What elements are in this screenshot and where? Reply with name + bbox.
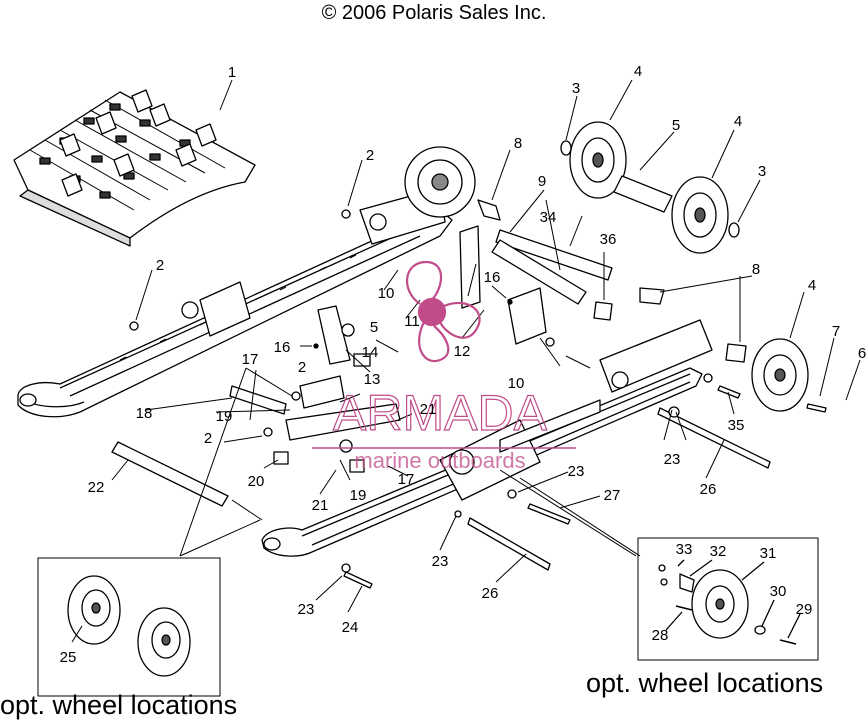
propeller-icon <box>405 260 481 363</box>
callout-2: 2 <box>204 430 212 447</box>
callout-35: 35 <box>728 417 745 434</box>
suspension-links <box>129 199 747 573</box>
callout-10: 10 <box>378 285 395 302</box>
callout-17: 17 <box>398 471 415 488</box>
watermark-brand: ARMADA <box>333 385 548 441</box>
callout-12: 12 <box>454 343 471 360</box>
callout-28: 28 <box>652 627 669 644</box>
callout-2: 2 <box>298 359 306 376</box>
callout-31: 31 <box>760 545 777 562</box>
callout-17: 17 <box>242 351 259 368</box>
callout-23: 23 <box>432 553 449 570</box>
callout-5: 5 <box>370 319 378 336</box>
callout-16: 16 <box>484 269 501 286</box>
idler-wheels <box>560 121 809 412</box>
callout-4: 4 <box>734 113 742 130</box>
leader-lines <box>111 79 861 613</box>
watermark-tagline: marine outboards <box>354 448 525 473</box>
callout-34: 34 <box>540 209 557 226</box>
inset-left-wheels <box>67 575 191 677</box>
callout-36: 36 <box>600 231 617 248</box>
inset-caption-right: opt. wheel locations <box>586 668 824 698</box>
diagram-drawing <box>13 79 861 697</box>
shafts <box>111 229 827 589</box>
callout-27: 27 <box>604 487 621 504</box>
callout-30: 30 <box>770 583 787 600</box>
callout-24: 24 <box>342 619 359 636</box>
callout-18: 18 <box>136 405 153 422</box>
callout-8: 8 <box>752 261 760 278</box>
callout-21: 21 <box>312 497 329 514</box>
inset-right-wheel <box>658 559 801 645</box>
callout-26: 26 <box>700 481 717 498</box>
callout-23: 23 <box>664 451 681 468</box>
inset-caption-left: opt. wheel locations <box>0 690 238 720</box>
callout-6: 6 <box>858 345 866 362</box>
inset-box-right <box>637 537 819 661</box>
callout-16: 16 <box>274 339 291 356</box>
callout-20: 20 <box>248 473 265 490</box>
inset-box-left <box>37 557 221 697</box>
callout-19: 19 <box>350 487 367 504</box>
callout-29: 29 <box>796 601 813 618</box>
right-rail <box>261 319 713 557</box>
callout-25: 25 <box>60 649 77 666</box>
callout-11: 11 <box>404 313 420 330</box>
callout-7: 7 <box>832 323 840 340</box>
callout-32: 32 <box>710 543 727 560</box>
callout-23: 23 <box>568 463 585 480</box>
callout-3: 3 <box>758 163 766 180</box>
track-belt <box>13 89 256 247</box>
callout-13: 13 <box>364 371 381 388</box>
callout-5: 5 <box>672 117 680 134</box>
callout-10: 10 <box>508 375 525 392</box>
callout-14: 14 <box>362 344 379 361</box>
callout-4: 4 <box>634 63 642 80</box>
callout-9: 9 <box>538 173 546 190</box>
callout-21: 21 <box>420 401 437 418</box>
callout-26: 26 <box>482 585 499 602</box>
copyright-notice: © 2006 Polaris Sales Inc. <box>321 2 547 24</box>
callout-22: 22 <box>88 479 105 496</box>
callout-8: 8 <box>514 135 522 152</box>
callout-1: 1 <box>228 64 236 81</box>
callout-2: 2 <box>156 257 164 274</box>
callout-33: 33 <box>676 541 693 558</box>
callout-19: 19 <box>216 408 233 425</box>
callout-4: 4 <box>808 277 816 294</box>
callout-2: 2 <box>366 147 374 164</box>
watermark-logo: ARMADA marine outboards <box>312 260 576 473</box>
left-rail <box>17 146 476 418</box>
callout-23: 23 <box>298 601 315 618</box>
callout-3: 3 <box>572 80 580 97</box>
